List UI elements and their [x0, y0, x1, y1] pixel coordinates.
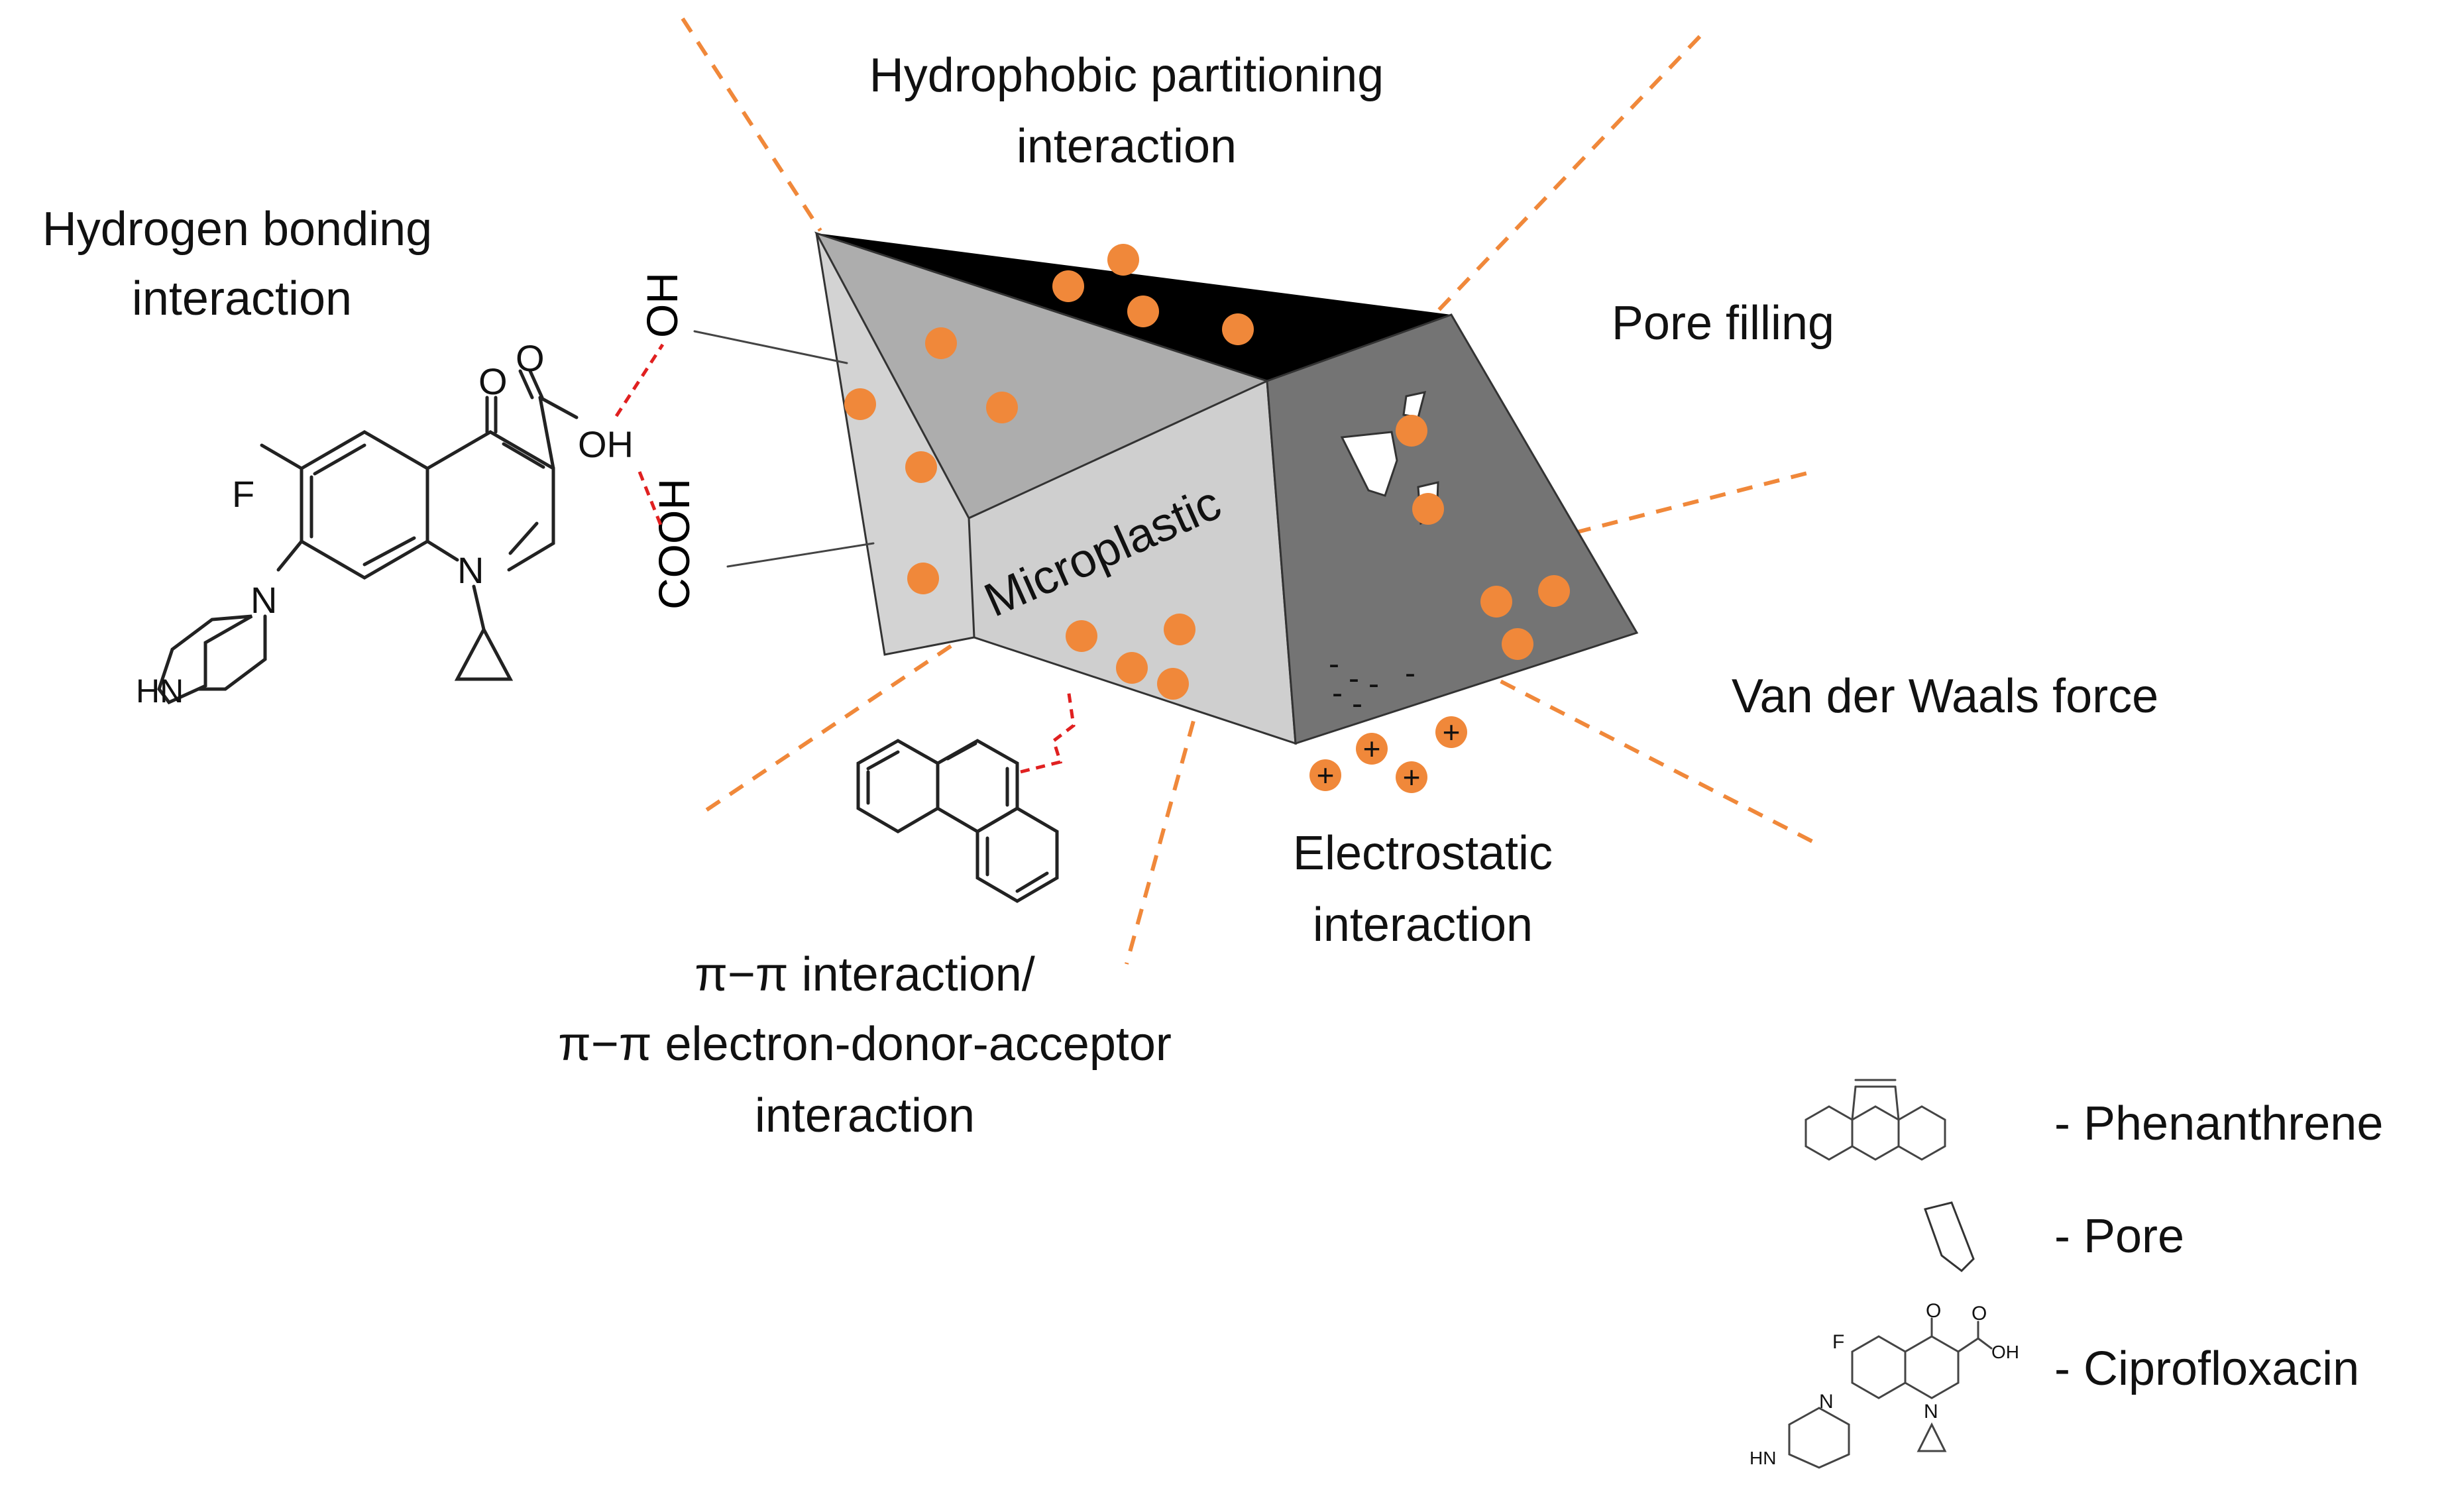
- pollutant-dot: [907, 563, 939, 594]
- legend-ketone-oxygen: O: [1926, 1300, 1941, 1322]
- positive-particle: +: [1309, 758, 1341, 792]
- pollutant-dot: [1116, 652, 1148, 684]
- legend-fluorine: F: [1832, 1331, 1844, 1353]
- pollutant-dot: [925, 327, 957, 359]
- piperazine-hn: HN: [136, 673, 184, 710]
- ciprofloxacin-molecule: O O OH N F N HN: [136, 337, 634, 710]
- pi-pi-label-line2: π−π electron-donor-acceptor: [558, 1018, 1172, 1071]
- pollutant-dot: [1127, 296, 1159, 327]
- hydrophobic-label-line2: interaction: [1017, 120, 1237, 173]
- pollutant-dot: [1107, 244, 1139, 276]
- legend-piperazine-hn: HN: [1750, 1448, 1776, 1468]
- oh-group-label: OH: [638, 272, 687, 338]
- legend: - Phenanthrene - Pore O O OH F N N HN - …: [1750, 1079, 2383, 1469]
- pi-pi-label-line3: interaction: [755, 1089, 975, 1142]
- cooh-connector: [726, 542, 875, 568]
- negative-charge: -: [1332, 676, 1343, 711]
- electrostatic-label-line2: interaction: [1313, 898, 1533, 951]
- hydrogen-label-line2: interaction: [132, 272, 352, 325]
- pollutant-dot: [1164, 614, 1195, 645]
- pore-filling-label: Pore filling: [1612, 297, 1834, 350]
- positive-particle: +: [1396, 760, 1427, 794]
- negative-charges: - - - - - -: [1329, 647, 1416, 722]
- legend-acid-oxygen: O: [1972, 1303, 1987, 1324]
- pollutant-dot: [1412, 493, 1444, 525]
- guide-line-vdw-lower: [1450, 654, 1814, 843]
- pollutant-dot: [1396, 415, 1427, 447]
- acid-hydroxyl: OH: [578, 423, 634, 465]
- hydrophobic-label-line1: Hydrophobic partitioning: [869, 49, 1384, 102]
- positive-particle: +: [1356, 731, 1388, 766]
- right-face: [1266, 313, 1639, 745]
- acid-oxygen: O: [516, 337, 545, 379]
- interaction-guide-lines: [681, 17, 1814, 965]
- ring-nitrogen: N: [457, 549, 484, 591]
- pollutant-dot: [1222, 313, 1254, 345]
- svg-text:+: +: [1363, 731, 1381, 766]
- pollutant-dot: [844, 388, 876, 420]
- guide-line-hydrogen: [681, 17, 822, 232]
- fluorine: F: [232, 473, 254, 515]
- legend-phenanthrene-label: - Phenanthrene: [2054, 1097, 2383, 1150]
- pollutant-dot: [1480, 586, 1512, 618]
- guide-line-pore: [1423, 34, 1702, 327]
- svg-text:+: +: [1317, 758, 1335, 792]
- pollutant-dot: [1052, 270, 1084, 302]
- ketone-oxygen: O: [478, 360, 508, 402]
- microplastic-particle: Microplastic - - - - - -: [814, 231, 1639, 745]
- svg-text:+: +: [1403, 760, 1421, 794]
- pollutant-dot: [1157, 668, 1189, 700]
- mechanism-labels: Hydrophobic partitioning interaction Hyd…: [42, 49, 2158, 1142]
- oh-connector: [693, 330, 848, 364]
- guide-line-pi-right: [1125, 694, 1203, 965]
- pollutant-dot: [986, 392, 1018, 423]
- adsorbed-pollutant-dots: [844, 244, 1570, 700]
- negative-charge: -: [1329, 647, 1339, 682]
- negative-charge: -: [1349, 661, 1359, 696]
- hydrogen-label-line1: Hydrogen bonding: [42, 203, 432, 256]
- legend-ciprofloxacin-label: - Ciprofloxacin: [2054, 1342, 2359, 1395]
- pollutant-dot: [1066, 620, 1097, 652]
- hydrogen-bond-upper: [614, 343, 665, 417]
- positive-charged-particles: + + + +: [1309, 715, 1467, 794]
- legend-pore-label: - Pore: [2054, 1210, 2184, 1263]
- legend-phenanthrene-icon: [1805, 1079, 1946, 1161]
- surface-functional-groups: OH COOH: [614, 272, 875, 610]
- legend-ciprofloxacin-icon: O O OH F N N HN: [1750, 1300, 2019, 1469]
- pollutant-dot: [1538, 575, 1570, 607]
- legend-piperazine-nitrogen: N: [1819, 1391, 1834, 1413]
- pollutant-dot: [1502, 628, 1533, 660]
- cooh-group-label: COOH: [649, 478, 698, 610]
- van-der-waals-label: Van der Waals force: [1732, 670, 2158, 723]
- electrostatic-label-line1: Electrostatic: [1293, 827, 1553, 880]
- legend-ring-nitrogen: N: [1924, 1401, 1938, 1423]
- pore-shape: [1340, 431, 1398, 497]
- negative-charge: -: [1405, 656, 1416, 691]
- negative-charge: -: [1368, 667, 1379, 702]
- negative-charge: -: [1352, 686, 1362, 722]
- legend-pore-icon: [1924, 1201, 1975, 1272]
- positive-particle: +: [1435, 715, 1467, 749]
- piperazine-nitrogen: N: [250, 579, 277, 621]
- pi-pi-label-line1: π−π interaction/: [694, 948, 1035, 1001]
- svg-text:+: +: [1443, 715, 1461, 749]
- hydrogen-bond-lower: [638, 471, 665, 531]
- guide-line-pi-left: [698, 644, 952, 817]
- pollutant-dot: [905, 451, 937, 483]
- phenanthrene-molecule: [856, 688, 1076, 903]
- legend-acid-hydroxyl: OH: [1991, 1342, 2019, 1362]
- pi-pi-bond: [1020, 688, 1076, 774]
